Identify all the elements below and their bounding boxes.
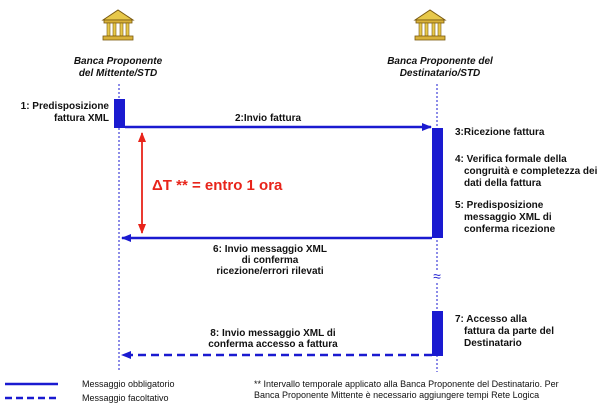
footnote-line1: ** Intervallo temporale applicato alla B… <box>254 379 559 389</box>
footnote-line2: Banca Proponente Mittente è necessario a… <box>254 390 539 400</box>
step-4-line1: 4: Verifica formale della <box>455 154 567 165</box>
actor-right-line1: Banca Proponente del <box>387 56 493 67</box>
step-7-line3: Destinatario <box>464 338 522 349</box>
activation-right-1 <box>432 128 443 238</box>
message-8-line1: 8: Invio messaggio XML di <box>210 328 336 339</box>
step-5-line1: 5: Predisposizione <box>455 200 544 211</box>
message-2-label: 2:Invio fattura <box>235 113 302 124</box>
step-7-line2: fattura da parte del <box>464 326 554 337</box>
legend-optional-label: Messaggio facoltativo <box>82 393 169 403</box>
message-8-line2: conferma accesso a fattura <box>208 339 338 350</box>
actor-left-line1: Banca Proponente <box>74 56 163 67</box>
bank-icon-right <box>413 9 447 41</box>
step-4-line3: dati della fattura <box>464 178 542 189</box>
actor-left-line2: del Mittente/STD <box>79 68 157 79</box>
activation-left <box>114 99 125 128</box>
legend-mandatory-label: Messaggio obbligatorio <box>82 379 175 389</box>
delta-t-label: ΔT ** = entro 1 ora <box>152 177 283 194</box>
step-4-line2: congruità e completezza dei <box>464 166 598 177</box>
step-7-line1: 7: Accesso alla <box>455 314 527 325</box>
step-3-label: 3:Ricezione fattura <box>455 127 545 138</box>
message-6-line2: di conferma <box>242 255 299 266</box>
message-6-line1: 6: Invio messaggio XML <box>213 244 327 255</box>
time-break-mark: ≈ <box>433 268 441 284</box>
bank-icon-left <box>101 9 135 41</box>
activation-right-2 <box>432 311 443 356</box>
step-1-line2: fattura XML <box>54 113 109 124</box>
step-1-line1: 1: Predisposizione <box>21 101 110 112</box>
step-5-line3: conferma ricezione <box>464 224 556 235</box>
actor-right-line2: Destinatario/STD <box>400 68 481 79</box>
message-6-line3: ricezione/errori rilevati <box>216 266 323 277</box>
step-5-line2: messaggio XML di <box>464 212 552 223</box>
